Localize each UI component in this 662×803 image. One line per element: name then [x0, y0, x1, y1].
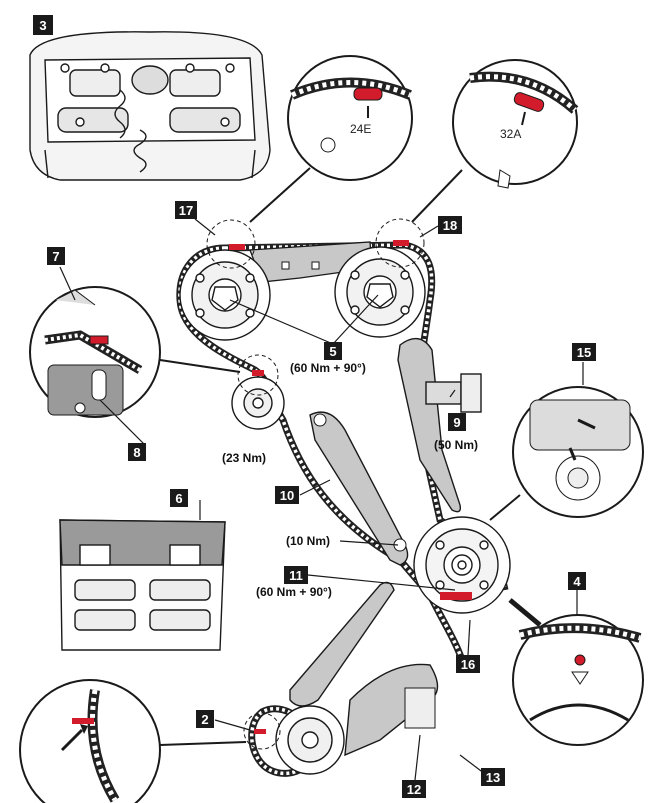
callout-6: 6	[170, 489, 188, 507]
callout-15: 15	[572, 343, 596, 361]
lower-tensioner	[404, 687, 436, 729]
leader-lines	[59, 218, 584, 781]
torque-label-5: (60 Nm + 90°)	[290, 361, 366, 375]
intake-mark-magnifier: 24E	[249, 55, 413, 223]
detail-circle-18	[375, 218, 425, 268]
crank-mark-red	[254, 729, 266, 734]
pivot-bolt	[313, 413, 327, 427]
exhaust-camshaft-sprocket	[334, 246, 426, 338]
svg-text:10: 10	[280, 488, 294, 503]
callout-4: 4	[568, 572, 586, 590]
svg-text:12: 12	[407, 782, 421, 797]
right-guide-rail	[397, 337, 462, 513]
callout-8: 8	[128, 443, 146, 461]
left-tensioner-magnifier	[29, 286, 241, 418]
guide-slot	[281, 261, 290, 270]
callout-9: 9	[448, 413, 466, 431]
guide-slot	[311, 261, 320, 270]
crankshaft-sprocket	[275, 705, 345, 775]
svg-text:16: 16	[461, 657, 475, 672]
svg-text:15: 15	[577, 345, 591, 360]
intermediate-sprocket	[413, 516, 511, 614]
chain-mark-red	[440, 592, 472, 600]
cylinder-head-cover-inset	[59, 519, 226, 651]
detail-circle-2	[243, 712, 281, 750]
svg-text:18: 18	[443, 218, 457, 233]
callout-7: 7	[47, 247, 65, 265]
svg-text:6: 6	[175, 491, 182, 506]
intake-mark-text: 24E	[350, 122, 371, 136]
torque-label-23: (23 Nm)	[222, 451, 266, 465]
chain-mark-red	[252, 370, 264, 376]
figure-number-text: 3	[39, 18, 46, 33]
callout-5: 5	[324, 342, 342, 360]
svg-text:17: 17	[179, 203, 193, 218]
exhaust-mark-magnifier: 32A	[411, 59, 579, 223]
svg-text:13: 13	[486, 770, 500, 785]
intake-camshaft-sprocket	[179, 249, 271, 341]
crank-mark-magnifier	[19, 679, 247, 803]
callout-11: 11	[284, 566, 308, 584]
torque-label-9: (50 Nm)	[434, 438, 478, 452]
svg-text:7: 7	[52, 249, 59, 264]
callout-2: 2	[196, 710, 214, 728]
svg-text:2: 2	[201, 712, 208, 727]
detail-circle-17	[206, 219, 256, 269]
right-upper-magnifier	[489, 386, 644, 521]
callout-10: 10	[275, 486, 299, 504]
balance-shaft-sprocket	[231, 376, 285, 430]
torque-label-10: (10 Nm)	[286, 534, 330, 548]
svg-text:11: 11	[289, 568, 303, 583]
cylinder-head-inset	[29, 31, 271, 181]
exhaust-mark-text: 32A	[500, 127, 521, 141]
detail-circle-balance	[237, 354, 279, 396]
figure-badge: 3	[33, 15, 53, 35]
svg-text:9: 9	[453, 415, 460, 430]
chain-mark-red	[393, 240, 409, 246]
right-lower-magnifier	[508, 598, 644, 746]
chain-mark-red	[229, 244, 245, 250]
callout-16: 16	[456, 655, 480, 673]
callout-12: 12	[402, 780, 426, 798]
svg-text:8: 8	[133, 445, 140, 460]
callout-13: 13	[481, 768, 505, 786]
callout-17: 17	[175, 201, 197, 219]
svg-text:5: 5	[329, 344, 336, 359]
tensioner-bolt	[425, 373, 482, 413]
torque-label-11: (60 Nm + 90°)	[256, 585, 332, 599]
svg-text:4: 4	[573, 574, 581, 589]
callout-18: 18	[438, 216, 462, 234]
